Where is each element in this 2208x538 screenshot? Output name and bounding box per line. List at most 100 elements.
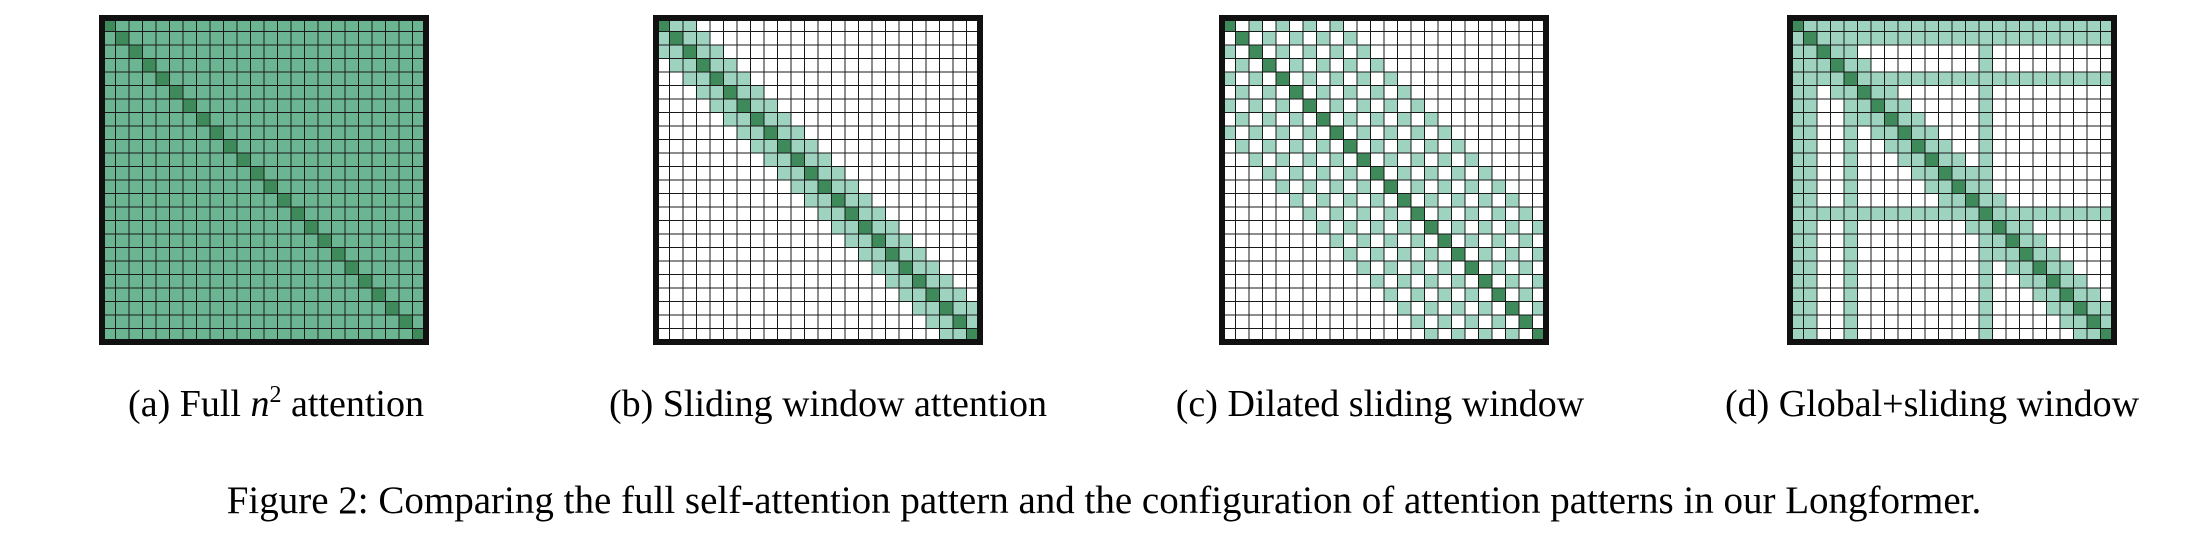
attention-cell	[331, 220, 345, 234]
attention-cell	[696, 45, 710, 59]
attention-cell	[791, 180, 805, 194]
attention-cell	[1938, 31, 1952, 45]
attention-cell	[2006, 220, 2020, 234]
attention-cell	[102, 85, 116, 99]
diagonal-cell	[1330, 126, 1344, 140]
attention-cell	[210, 85, 224, 99]
attention-cell	[412, 261, 426, 275]
attention-cell	[183, 247, 197, 261]
attention-cell	[412, 139, 426, 153]
attention-cell	[1357, 72, 1371, 86]
attention-cell	[183, 207, 197, 221]
attention-cell	[196, 31, 210, 45]
attention-cell	[737, 85, 751, 99]
attention-cell	[304, 85, 318, 99]
attention-cell	[1979, 193, 1993, 207]
attention-cell	[1451, 328, 1465, 342]
attention-cell	[264, 99, 278, 113]
attention-cell	[196, 126, 210, 140]
attention-cell	[1911, 153, 1925, 167]
attention-cell	[2100, 315, 2114, 329]
attention-cell	[223, 166, 237, 180]
attention-cell	[183, 220, 197, 234]
attention-cell	[196, 247, 210, 261]
attention-cell	[1979, 112, 1993, 126]
attention-cell	[399, 72, 413, 86]
diagonal-cell	[1492, 288, 1506, 302]
attention-cell	[237, 85, 251, 99]
attention-cell	[912, 247, 926, 261]
attention-cell	[1790, 139, 1804, 153]
attention-cell	[250, 112, 264, 126]
attention-cell	[1397, 112, 1411, 126]
attention-cell	[1424, 166, 1438, 180]
attention-cell	[1911, 166, 1925, 180]
attention-cell	[210, 328, 224, 342]
caption-full-attention: (a) Full n2 attention	[0, 382, 552, 426]
attention-cell	[1884, 126, 1898, 140]
attention-cell	[129, 247, 143, 261]
attention-cell	[1952, 72, 1966, 86]
attention-cell	[102, 45, 116, 59]
attention-cell	[1384, 72, 1398, 86]
attention-cell	[156, 261, 170, 275]
attention-cell	[331, 31, 345, 45]
attention-cell	[1830, 45, 1844, 59]
attention-cell	[318, 288, 332, 302]
attention-cell	[1803, 301, 1817, 315]
attention-cell	[791, 166, 805, 180]
attention-cell	[1911, 72, 1925, 86]
attention-cell	[1357, 126, 1371, 140]
attention-cell	[1303, 180, 1317, 194]
attention-cell	[223, 85, 237, 99]
attention-cell	[223, 72, 237, 86]
attention-cell	[1478, 220, 1492, 234]
attention-cell	[291, 85, 305, 99]
attention-cell	[264, 153, 278, 167]
attention-cell	[210, 153, 224, 167]
attention-cell	[142, 301, 156, 315]
attention-cell	[169, 112, 183, 126]
attention-cell	[304, 126, 318, 140]
diagonal-cell	[1952, 180, 1966, 194]
attention-cell	[210, 180, 224, 194]
attention-cell	[791, 139, 805, 153]
attention-cell	[1370, 58, 1384, 72]
attention-cell	[169, 18, 183, 32]
attention-cell	[250, 153, 264, 167]
attention-cell	[250, 85, 264, 99]
attention-cell	[277, 274, 291, 288]
attention-cell	[899, 274, 913, 288]
attention-cell	[1370, 247, 1384, 261]
diagonal-cell	[1505, 301, 1519, 315]
attention-cell	[183, 180, 197, 194]
attention-cell	[1857, 99, 1871, 113]
attention-cell	[1343, 85, 1357, 99]
attention-cell	[156, 139, 170, 153]
attention-cell	[1803, 85, 1817, 99]
panel-sliding-window: (b) Sliding window attention	[552, 0, 1104, 440]
diagonal-cell	[696, 58, 710, 72]
attention-cell	[2019, 18, 2033, 32]
diagonal-cell	[385, 301, 399, 315]
attention-cell	[318, 261, 332, 275]
attention-cell	[399, 85, 413, 99]
attention-cell	[1492, 180, 1506, 194]
attention-cell	[115, 45, 129, 59]
attention-cell	[277, 220, 291, 234]
attention-cell	[1330, 18, 1344, 32]
attention-cell	[264, 261, 278, 275]
attention-cell	[2033, 72, 2047, 86]
attention-cell	[777, 112, 791, 126]
attention-cell	[1898, 153, 1912, 167]
attention-cell	[210, 112, 224, 126]
attention-cell	[2046, 261, 2060, 275]
attention-cell	[1289, 166, 1303, 180]
attention-cell	[1871, 72, 1885, 86]
attention-cell	[237, 72, 251, 86]
attention-cell	[1979, 126, 1993, 140]
attention-cell	[1505, 247, 1519, 261]
matrix-border	[1219, 15, 1549, 345]
attention-cell	[277, 72, 291, 86]
diagonal-cell	[1262, 58, 1276, 72]
